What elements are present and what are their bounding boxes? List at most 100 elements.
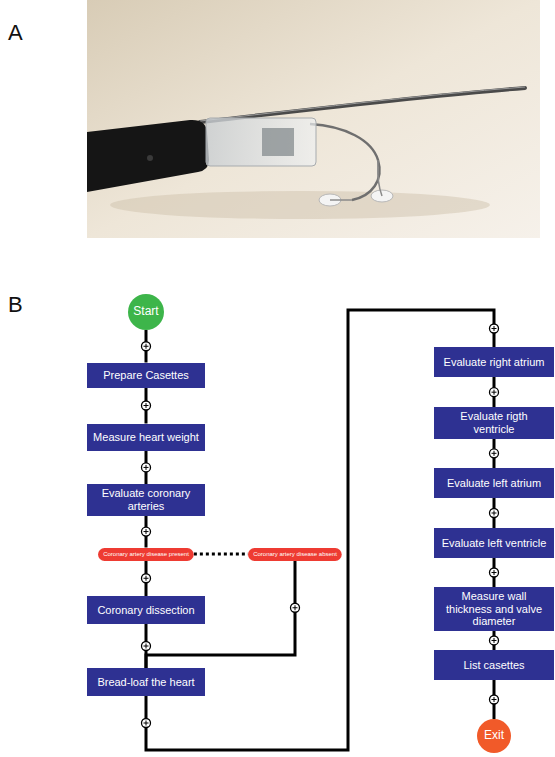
marker-ring bbox=[490, 388, 499, 397]
glasses-display bbox=[262, 128, 294, 156]
marker-plus bbox=[492, 326, 497, 331]
node-text: Coronary dissection bbox=[97, 604, 194, 617]
decision-pill-fill bbox=[248, 548, 342, 561]
node-text: Exit bbox=[484, 729, 504, 743]
process-box: List casettes bbox=[434, 650, 554, 680]
process-box: Coronary dissection bbox=[87, 596, 205, 624]
flow-connector bbox=[493, 439, 496, 468]
marker-plus bbox=[492, 451, 497, 456]
process-box: Measure wall thickness and valve diamete… bbox=[434, 587, 554, 631]
glasses-band bbox=[200, 88, 525, 122]
marker-ring bbox=[142, 527, 151, 536]
connector-marker bbox=[490, 636, 499, 645]
flow-connector bbox=[145, 516, 148, 548]
nose-pad-arm bbox=[330, 160, 382, 200]
marker-ring bbox=[490, 324, 499, 333]
node-text: Start bbox=[133, 305, 158, 319]
marker-plus bbox=[144, 465, 149, 470]
connector-marker bbox=[142, 574, 151, 583]
panel-label: B bbox=[8, 294, 23, 316]
node-text: Evaluate left atrium bbox=[447, 477, 541, 490]
marker-ring bbox=[142, 574, 151, 583]
connector-marker bbox=[142, 463, 151, 472]
marker-ring bbox=[142, 719, 151, 728]
node-text: Bread-loaf the heart bbox=[97, 676, 194, 689]
node-text: Evaluate coronary arteries bbox=[92, 487, 200, 512]
photo-shadow bbox=[110, 191, 490, 219]
marker-plus bbox=[144, 344, 149, 349]
process-box: Bread-loaf the heart bbox=[87, 668, 205, 696]
node-text: Prepare Casettes bbox=[103, 369, 189, 382]
node-text: List casettes bbox=[463, 659, 524, 672]
process-box: Evaluate right atrium bbox=[434, 347, 554, 377]
connector-marker bbox=[490, 449, 499, 458]
node-text: Measure wall thickness and valve diamete… bbox=[439, 590, 549, 628]
glasses-frame-wire bbox=[310, 124, 380, 200]
flow-connector bbox=[493, 631, 496, 650]
connector-marker bbox=[142, 719, 151, 728]
marker-plus bbox=[492, 697, 497, 702]
glasses-camera bbox=[147, 155, 153, 161]
process-box: Prepare Casettes bbox=[87, 363, 205, 388]
connector-marker bbox=[490, 388, 499, 397]
flow-connector bbox=[493, 680, 496, 719]
marker-plus bbox=[144, 721, 149, 726]
marker-plus bbox=[492, 570, 497, 575]
marker-plus bbox=[492, 390, 497, 395]
marker-plus bbox=[492, 638, 497, 643]
marker-plus bbox=[144, 529, 149, 534]
glasses-band-highlight bbox=[200, 87, 525, 121]
node-text: Coronary artery disease absent bbox=[253, 551, 337, 558]
connector-marker bbox=[291, 603, 300, 612]
flow-connector bbox=[493, 498, 496, 528]
process-box: Measure heart weight bbox=[87, 424, 205, 451]
glasses-prism bbox=[206, 118, 316, 166]
marker-ring bbox=[490, 568, 499, 577]
flow-connector bbox=[145, 330, 148, 363]
marker-plus bbox=[293, 605, 298, 610]
marker-plus bbox=[144, 644, 149, 649]
node-text: Evaluate left ventricle bbox=[442, 537, 547, 550]
process-box: Evaluate coronary arteries bbox=[87, 484, 205, 515]
marker-ring bbox=[142, 401, 151, 410]
marker-ring bbox=[490, 509, 499, 518]
process-box: Evaluate left ventricle bbox=[434, 528, 554, 558]
marker-ring bbox=[291, 603, 300, 612]
node-text: Coronary artery disease present bbox=[103, 551, 189, 558]
marker-ring bbox=[490, 636, 499, 645]
connector-marker bbox=[490, 695, 499, 704]
connector-marker bbox=[142, 642, 151, 651]
node-text: Measure heart weight bbox=[93, 431, 199, 444]
marker-ring bbox=[490, 449, 499, 458]
connector-marker bbox=[490, 568, 499, 577]
flow-connector bbox=[145, 451, 148, 485]
panel-label: A bbox=[8, 22, 23, 44]
connector-marker bbox=[490, 324, 499, 333]
marker-plus bbox=[144, 576, 149, 581]
connector-marker bbox=[142, 527, 151, 536]
flow-connector bbox=[145, 388, 148, 424]
node-text: Evaluate right atrium bbox=[444, 356, 545, 369]
marker-ring bbox=[142, 463, 151, 472]
photo-background bbox=[87, 0, 540, 238]
flow-connector bbox=[493, 377, 496, 407]
start-circle: Start bbox=[128, 294, 164, 330]
start-circle-fill bbox=[128, 294, 164, 330]
marker-plus bbox=[144, 403, 149, 408]
marker-ring bbox=[142, 642, 151, 651]
process-box: Evaluate left atrium bbox=[434, 468, 554, 498]
decision-pill: Coronary artery disease present bbox=[98, 548, 194, 561]
dotted-connector bbox=[194, 553, 248, 556]
flow-connector bbox=[145, 561, 148, 597]
connector-marker bbox=[490, 509, 499, 518]
exit-circle-fill bbox=[477, 719, 511, 753]
decision-pill-fill bbox=[98, 548, 194, 561]
flow-connector bbox=[493, 558, 496, 587]
exit-circle: Exit bbox=[477, 719, 511, 753]
decision-pill: Coronary artery disease absent bbox=[248, 548, 342, 561]
connector-marker bbox=[142, 401, 151, 410]
node-text: Evaluate rigth ventricle bbox=[439, 410, 549, 435]
